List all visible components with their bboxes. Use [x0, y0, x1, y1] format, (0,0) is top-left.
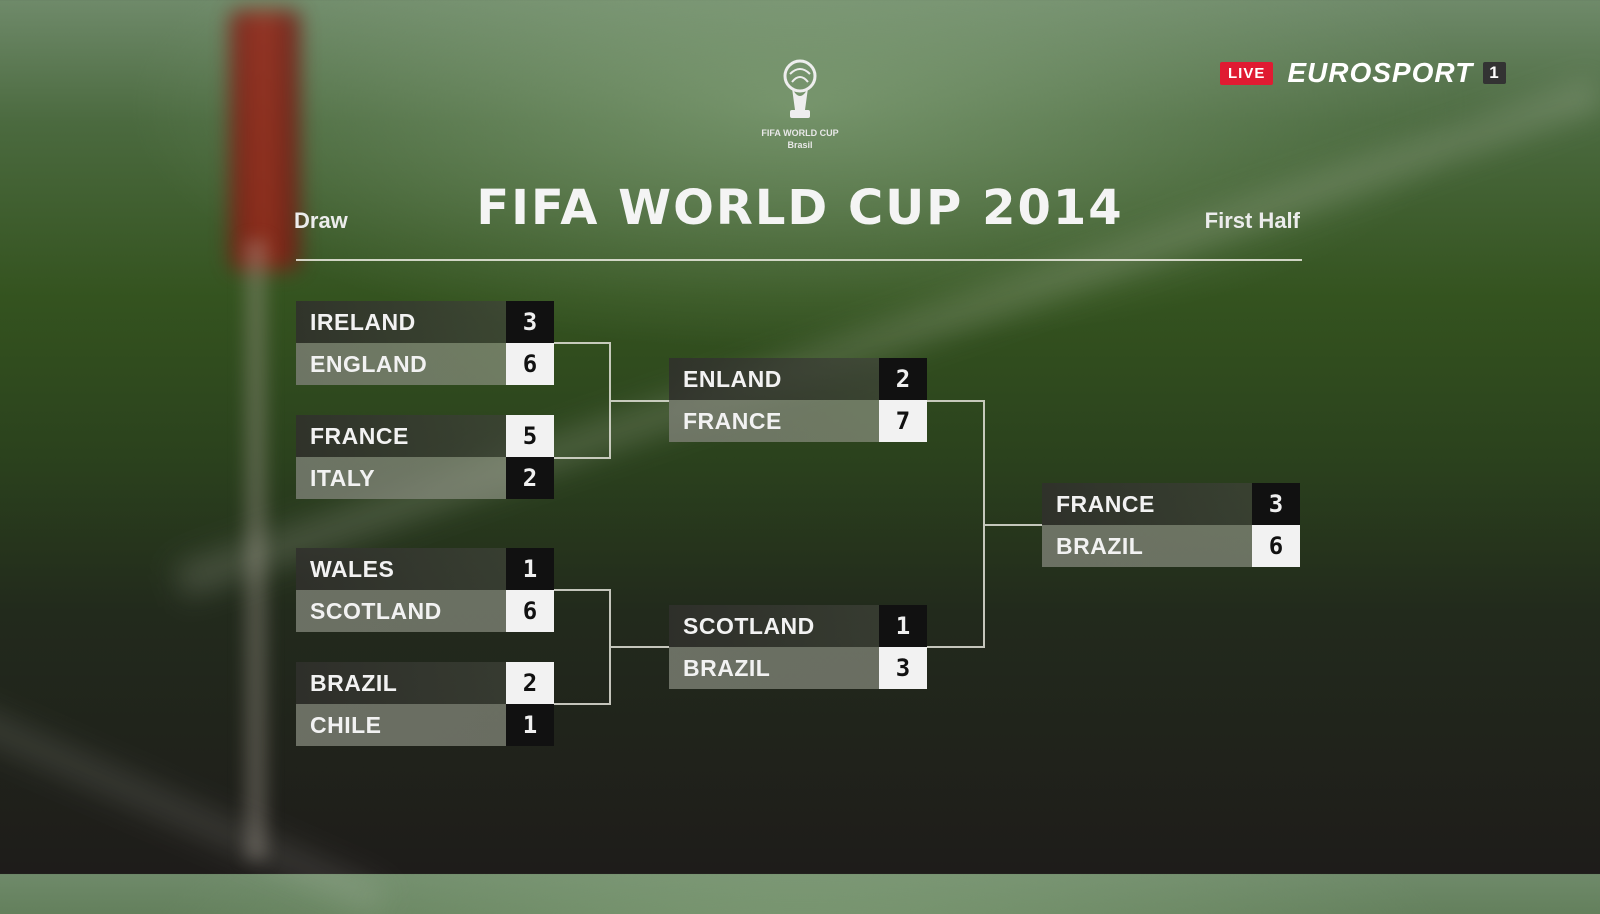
team-score: 6 — [506, 343, 554, 385]
trophy-icon — [783, 59, 817, 118]
broadcast-bug: LIVE EUROSPORT 1 — [1220, 57, 1506, 89]
team-row: ENGLAND 6 — [296, 343, 554, 385]
match-card: FRANCE 5 ITALY 2 — [296, 415, 554, 499]
team-score: 7 — [879, 400, 927, 442]
team-row: SCOTLAND 6 — [296, 590, 554, 632]
page-title: FIFA WORLD CUP 2014 — [476, 180, 1124, 236]
corner-pole-background — [245, 240, 267, 860]
match-card: ENLAND 2 FRANCE 7 — [669, 358, 927, 442]
team-score: 3 — [879, 647, 927, 689]
team-name: ENLAND — [669, 358, 879, 400]
team-row: WALES 1 — [296, 548, 554, 590]
corner-flag-background — [230, 10, 300, 270]
team-score: 2 — [879, 358, 927, 400]
team-name: ENGLAND — [296, 343, 506, 385]
connector-round1-bottom — [554, 589, 669, 705]
team-score: 1 — [506, 548, 554, 590]
logo-text: FIFA WORLD CUP — [761, 128, 839, 138]
team-row: FRANCE 3 — [1042, 483, 1300, 525]
half-label: First Half — [1204, 208, 1300, 233]
team-score: 1 — [506, 704, 554, 746]
match-card: IRELAND 3 ENGLAND 6 — [296, 301, 554, 385]
team-score: 6 — [506, 590, 554, 632]
team-name: IRELAND — [296, 301, 506, 343]
team-row: BRAZIL 6 — [1042, 525, 1300, 567]
connector-semis — [927, 400, 1042, 648]
logo-subtext: Brasil — [787, 140, 813, 150]
world-cup-logo: FIFA WORLD CUP Brasil — [758, 58, 842, 150]
team-name: SCOTLAND — [296, 590, 506, 632]
draw-label: Draw — [294, 208, 348, 233]
team-row: FRANCE 5 — [296, 415, 554, 457]
team-row: BRAZIL 3 — [669, 647, 927, 689]
team-row: FRANCE 7 — [669, 400, 927, 442]
match-card: WALES 1 SCOTLAND 6 — [296, 548, 554, 632]
team-row: ENLAND 2 — [669, 358, 927, 400]
team-name: CHILE — [296, 704, 506, 746]
team-row: IRELAND 3 — [296, 301, 554, 343]
match-card: BRAZIL 2 CHILE 1 — [296, 662, 554, 746]
team-score: 2 — [506, 662, 554, 704]
match-card: SCOTLAND 1 BRAZIL 3 — [669, 605, 927, 689]
team-name: WALES — [296, 548, 506, 590]
team-name: BRAZIL — [296, 662, 506, 704]
team-name: FRANCE — [296, 415, 506, 457]
channel-logo: EUROSPORT 1 — [1287, 57, 1506, 89]
team-score: 3 — [1252, 483, 1300, 525]
team-score: 2 — [506, 457, 554, 499]
team-name: SCOTLAND — [669, 605, 879, 647]
title-divider — [296, 259, 1302, 261]
team-name: BRAZIL — [1042, 525, 1252, 567]
team-score: 1 — [879, 605, 927, 647]
team-score: 5 — [506, 415, 554, 457]
channel-name: EUROSPORT — [1287, 57, 1474, 88]
team-score: 3 — [506, 301, 554, 343]
team-row: SCOTLAND 1 — [669, 605, 927, 647]
team-row: ITALY 2 — [296, 457, 554, 499]
team-name: BRAZIL — [669, 647, 879, 689]
team-name: ITALY — [296, 457, 506, 499]
team-score: 6 — [1252, 525, 1300, 567]
team-name: FRANCE — [669, 400, 879, 442]
live-badge: LIVE — [1220, 61, 1274, 85]
team-name: FRANCE — [1042, 483, 1252, 525]
match-card: FRANCE 3 BRAZIL 6 — [1042, 483, 1300, 567]
channel-number: 1 — [1483, 62, 1506, 84]
team-row: BRAZIL 2 — [296, 662, 554, 704]
team-row: CHILE 1 — [296, 704, 554, 746]
